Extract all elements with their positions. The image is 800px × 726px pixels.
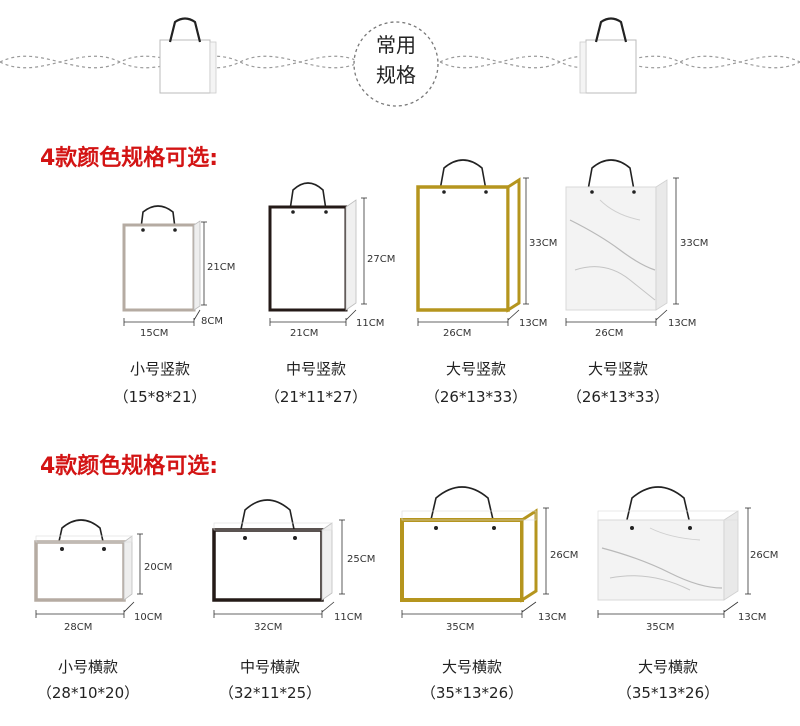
- bag-spec: （28*10*20）: [36, 684, 140, 702]
- bag-height-label: 20CM: [144, 562, 172, 573]
- bag-icon: [579, 17, 637, 94]
- section-title-vertical: 4款颜色规格可选:: [40, 146, 219, 171]
- bag-depth-label: 11CM: [334, 612, 362, 623]
- bag-width-label: 35CM: [646, 622, 674, 633]
- bag-spec: （35*13*26）: [616, 684, 720, 702]
- bag-depth-label: 11CM: [356, 318, 384, 329]
- bag-spec: （32*11*25）: [218, 684, 322, 702]
- bag-width-label: 26CM: [443, 328, 471, 339]
- bag-large-vertical-marble: 33CM 26CM 13CM: [565, 159, 708, 339]
- bag-medium-vertical: 27CM 21CM 11CM: [268, 182, 395, 339]
- bag-width-label: 15CM: [140, 328, 168, 339]
- bag-depth-label: 8CM: [201, 316, 223, 327]
- bag-name: 大号横款: [637, 658, 698, 676]
- bag-small-vertical: 21CM 15CM 8CM: [122, 205, 235, 339]
- wave-line: [439, 55, 800, 69]
- bag-height-label: 26CM: [550, 550, 578, 561]
- bag-height-label: 33CM: [529, 238, 557, 249]
- bag-spec: （26*13*33）: [566, 388, 670, 406]
- bag-height-label: 25CM: [347, 554, 375, 565]
- bag-name: 小号横款: [57, 658, 118, 676]
- bag-width-label: 32CM: [254, 622, 282, 633]
- section-title-horizontal: 4款颜色规格可选:: [40, 454, 219, 479]
- bag-width-label: 21CM: [290, 328, 318, 339]
- bag-width-label: 35CM: [446, 622, 474, 633]
- bag-name: 中号竖款: [285, 360, 346, 378]
- header-title: 常用 规格: [356, 30, 436, 100]
- horizontal-bags: 20CM 28CM 10CM 25CM 32CM 11CM 26CM: [34, 486, 778, 633]
- vertical-bags: 21CM 15CM 8CM 27CM 21CM 11CM 33CM: [122, 159, 708, 339]
- marble-vein: [649, 527, 701, 541]
- bag-name: 大号竖款: [587, 360, 648, 378]
- bag-width-label: 26CM: [595, 328, 623, 339]
- bag-large-horizontal: 26CM 35CM 13CM: [400, 486, 578, 633]
- bag-depth-label: 13CM: [738, 612, 766, 623]
- header-title-line1: 常用: [376, 33, 416, 57]
- bag-depth-label: 13CM: [519, 318, 547, 329]
- marble-vein: [574, 266, 656, 301]
- header-title-line2: 规格: [376, 63, 416, 87]
- bag-large-horizontal-marble: 26CM 35CM 13CM: [597, 486, 778, 633]
- bag-name: 大号竖款: [445, 360, 506, 378]
- bag-name: 小号竖款: [129, 360, 190, 378]
- bag-depth-label: 13CM: [538, 612, 566, 623]
- wave-line: [0, 55, 361, 69]
- bag-spec: （26*13*33）: [424, 388, 528, 406]
- bag-medium-horizontal: 25CM 32CM 11CM: [212, 499, 375, 633]
- bag-name: 大号横款: [441, 658, 502, 676]
- bag-spec: （15*8*21）: [113, 388, 207, 406]
- bag-height-label: 26CM: [750, 550, 778, 561]
- marble-vein: [569, 219, 656, 271]
- bag-icon: [159, 17, 217, 94]
- marble-vein: [609, 575, 691, 591]
- bag-width-label: 28CM: [64, 622, 92, 633]
- bag-small-horizontal: 20CM 28CM 10CM: [34, 519, 172, 633]
- header-banner: [0, 17, 800, 107]
- bag-height-label: 27CM: [367, 254, 395, 265]
- bag-height-label: 33CM: [680, 238, 708, 249]
- bag-name: 中号横款: [239, 658, 300, 676]
- bag-height-label: 21CM: [207, 262, 235, 273]
- marble-vein: [601, 547, 723, 589]
- bag-spec: （21*11*27）: [264, 388, 368, 406]
- bag-depth-label: 13CM: [668, 318, 696, 329]
- marble-vein: [599, 199, 641, 221]
- title-circle: [353, 21, 439, 107]
- bag-depth-label: 10CM: [134, 612, 162, 623]
- bag-spec: （35*13*26）: [420, 684, 524, 702]
- bag-large-vertical: 33CM 26CM 13CM: [416, 159, 557, 339]
